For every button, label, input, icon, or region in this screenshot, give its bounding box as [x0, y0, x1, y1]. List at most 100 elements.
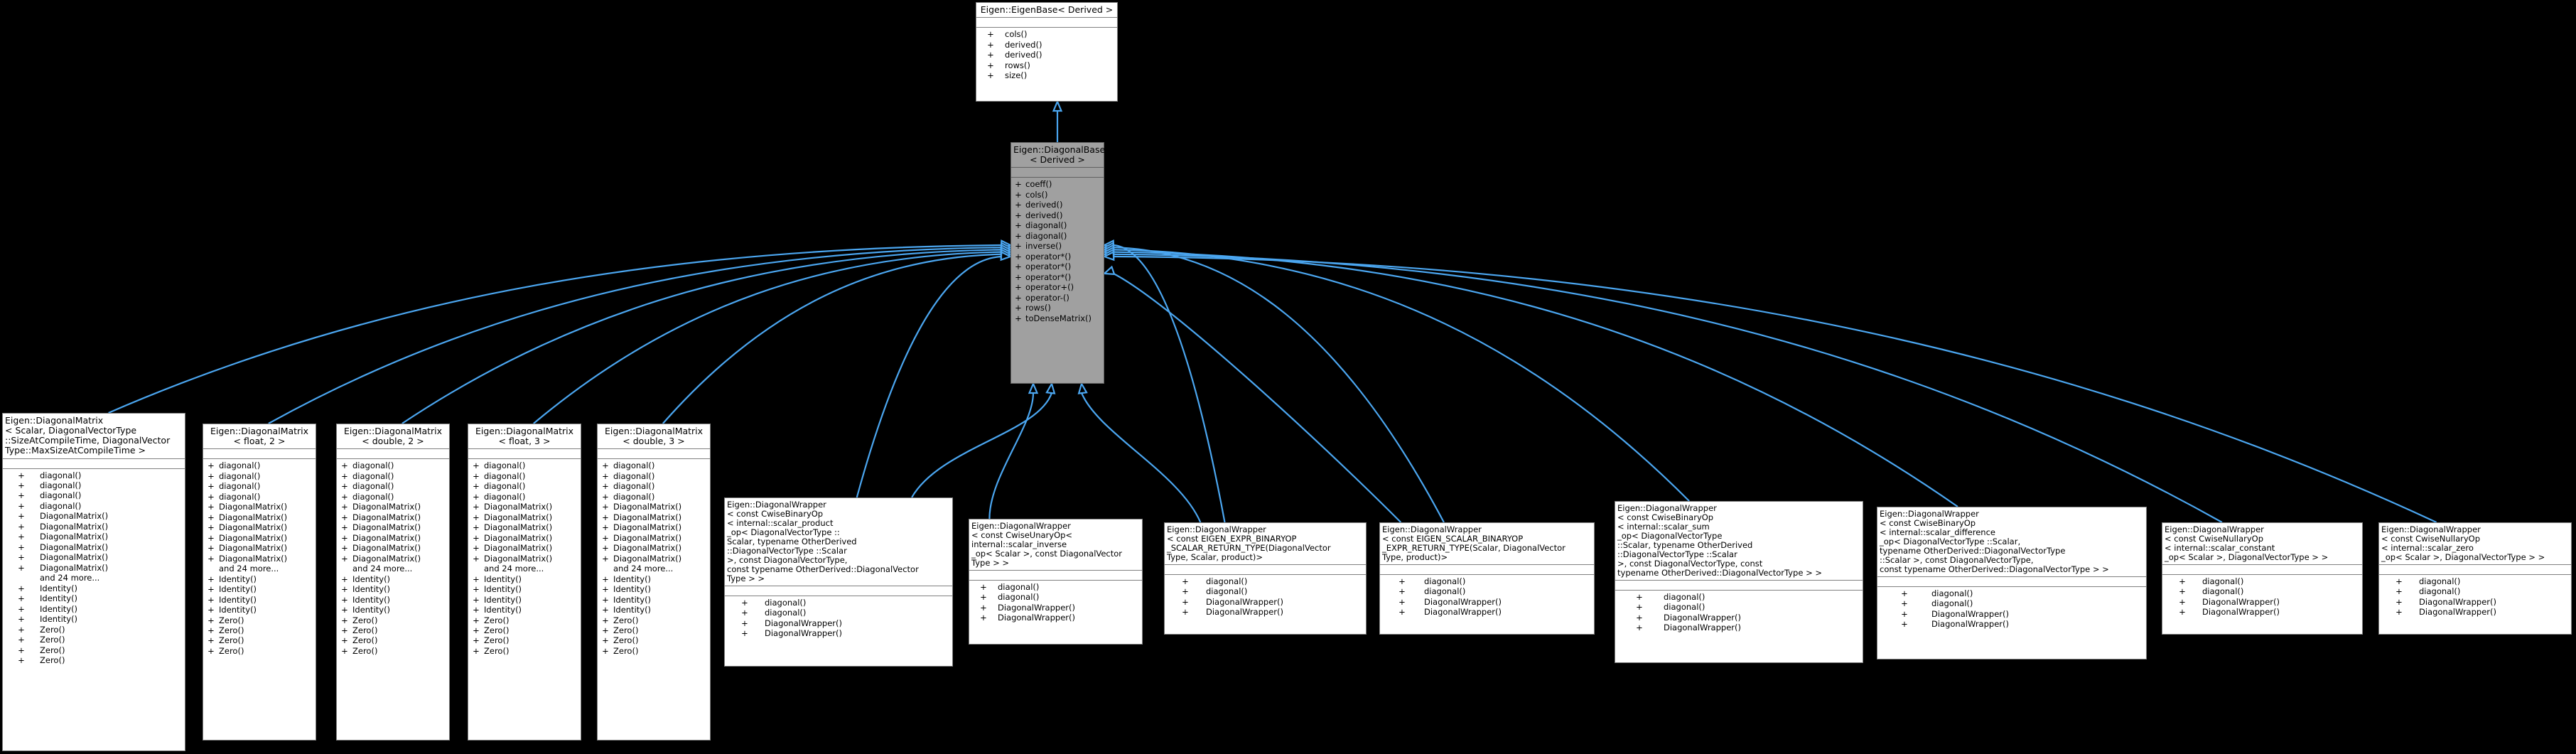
method-name: Identity()	[613, 573, 652, 584]
class-method-row: +derived()	[1011, 210, 1104, 220]
method-visibility: +	[602, 594, 609, 605]
method-visibility: +	[602, 491, 609, 502]
method-visibility: +	[208, 573, 215, 584]
class-node-dm-double3[interactable]: Eigen::DiagonalMatrix < double, 3 >+diag…	[597, 424, 711, 740]
method-visibility: +	[1015, 200, 1022, 210]
class-method-row: +DiagonalMatrix()	[3, 552, 185, 562]
method-name: diagonal()	[484, 470, 526, 481]
class-method-row: +DiagonalMatrix()	[337, 543, 449, 553]
method-visibility: +	[18, 511, 25, 522]
method-visibility: +	[473, 553, 480, 564]
class-method-row: +operator*()	[1011, 262, 1104, 271]
method-name: diagonal()	[40, 470, 82, 480]
class-method-row: +DiagonalWrapper()	[2162, 597, 2362, 607]
method-visibility: +	[1015, 220, 1022, 231]
class-node-title: Eigen::DiagonalWrapper < const CwiseNull…	[2379, 523, 2571, 565]
class-node-attributes	[1877, 577, 2146, 587]
method-visibility: +	[602, 512, 609, 522]
class-method-row: +DiagonalWrapper()	[1380, 597, 1594, 607]
method-visibility: +	[602, 573, 609, 584]
class-method-row: +DiagonalWrapper()	[1615, 623, 1863, 632]
class-method-row: +DiagonalMatrix()	[203, 512, 316, 522]
class-node-title: Eigen::DiagonalBase < Derived >	[1011, 143, 1105, 168]
class-method-row: +DiagonalMatrix()	[3, 563, 185, 573]
method-visibility: +	[602, 635, 609, 646]
method-visibility: +	[1399, 576, 1406, 586]
class-method-row: +Identity()	[337, 574, 449, 584]
method-name: Identity()	[219, 584, 257, 595]
method-name: DiagonalMatrix()	[613, 532, 682, 543]
class-node-diagonalbase[interactable]: Eigen::DiagonalBase < Derived >+coeff()+…	[1011, 142, 1105, 384]
class-method-row: +toDenseMatrix()	[1011, 313, 1104, 323]
class-node-methods: +diagonal()+diagonal()+DiagonalWrapper()…	[1165, 575, 1366, 620]
method-name: diagonal()	[352, 470, 394, 481]
class-method-row: +diagonal()	[1380, 586, 1594, 596]
inheritance-arrowhead	[1000, 242, 1013, 252]
method-visibility: +	[18, 552, 25, 563]
method-name: DiagonalMatrix()	[219, 522, 288, 533]
method-name: DiagonalMatrix()	[352, 502, 421, 512]
class-node-dm-generic[interactable]: Eigen::DiagonalMatrix < Scalar, Diagonal…	[2, 413, 185, 751]
method-visibility: +	[208, 512, 215, 522]
class-method-row: +DiagonalMatrix()	[203, 533, 316, 543]
class-node-dm-float3[interactable]: Eigen::DiagonalMatrix < float, 3 >+diago…	[468, 424, 581, 740]
method-visibility: +	[208, 625, 215, 635]
method-name: DiagonalWrapper()	[2202, 596, 2280, 607]
class-method-row: +DiagonalMatrix()	[203, 554, 316, 564]
class-node-dw-constant[interactable]: Eigen::DiagonalWrapper < const CwiseNull…	[2162, 522, 2363, 635]
class-method-row: +diagonal()	[468, 492, 581, 502]
class-node-attributes	[598, 449, 710, 460]
method-name: DiagonalMatrix()	[219, 543, 288, 554]
class-method-row: +Identity()	[468, 584, 581, 594]
method-visibility: +	[602, 605, 609, 615]
method-visibility: +	[1015, 292, 1022, 303]
class-node-dw-inverse[interactable]: Eigen::DiagonalWrapper < const CwiseUnar…	[969, 519, 1143, 645]
method-visibility: +	[208, 594, 215, 605]
method-visibility: +	[602, 481, 609, 492]
class-method-row: +DiagonalWrapper()	[2162, 607, 2362, 617]
class-node-dw-zero[interactable]: Eigen::DiagonalWrapper < const CwiseNull…	[2378, 522, 2572, 635]
class-node-methods: +diagonal()+diagonal()+diagonal()+diagon…	[203, 459, 316, 658]
method-name: diagonal()	[352, 461, 394, 471]
method-visibility: +	[18, 635, 25, 645]
class-node-title: Eigen::DiagonalMatrix < float, 3 >	[468, 424, 581, 450]
class-method-row: +inverse()	[1011, 241, 1104, 251]
edge-curve	[1113, 244, 1226, 523]
method-name: DiagonalMatrix()	[484, 553, 553, 564]
class-method-row: +DiagonalMatrix()	[3, 522, 185, 532]
method-visibility: +	[208, 470, 215, 481]
method-name: diagonal()	[219, 470, 261, 481]
method-name: diagonal()	[1206, 586, 1248, 597]
class-node-dm-double2[interactable]: Eigen::DiagonalMatrix < double, 2 >+diag…	[336, 424, 450, 740]
method-visibility: +	[18, 583, 25, 593]
method-visibility: +	[208, 645, 215, 656]
class-method-row: +Identity()	[203, 595, 316, 605]
class-node-methods: +diagonal()+diagonal()+DiagonalWrapper()…	[725, 596, 952, 641]
class-node-dw-difference[interactable]: Eigen::DiagonalWrapper < const CwiseBina…	[1877, 507, 2147, 659]
class-node-dw-expr-binaryop[interactable]: Eigen::DiagonalWrapper < const EIGEN_EXP…	[1164, 522, 1367, 635]
method-name: DiagonalWrapper()	[1424, 607, 1502, 618]
class-node-dm-float2[interactable]: Eigen::DiagonalMatrix < float, 2 >+diago…	[203, 424, 316, 740]
method-name: Identity()	[219, 573, 257, 584]
method-name: diagonal()	[1931, 588, 1973, 598]
method-visibility: +	[1015, 241, 1022, 252]
method-visibility: +	[341, 615, 348, 625]
class-node-eigenbase[interactable]: Eigen::EigenBase< Derived >+cols()+deriv…	[976, 2, 1118, 102]
class-method-row: +DiagonalMatrix()	[203, 522, 316, 532]
class-node-attributes	[1380, 565, 1594, 575]
class-node-dw-sum[interactable]: Eigen::DiagonalWrapper < const CwiseBina…	[1615, 501, 1863, 663]
method-name: Zero()	[40, 635, 65, 645]
method-visibility: +	[473, 491, 480, 502]
class-method-row: +cols()	[976, 29, 1117, 39]
method-name: diagonal()	[998, 592, 1040, 603]
class-node-dw-scalar-binaryop[interactable]: Eigen::DiagonalWrapper < const EIGEN_SCA…	[1379, 522, 1595, 635]
method-visibility: +	[18, 603, 25, 614]
method-name: DiagonalWrapper()	[1424, 596, 1502, 607]
class-method-row: +Identity()	[598, 595, 710, 605]
class-method-row: +Zero()	[468, 646, 581, 656]
inheritance-arrowhead	[1102, 244, 1115, 254]
class-method-row: +DiagonalMatrix()	[468, 522, 581, 532]
class-node-dw-product[interactable]: Eigen::DiagonalWrapper < const CwiseBina…	[724, 497, 953, 667]
method-visibility: +	[602, 532, 609, 543]
method-name: diagonal()	[1424, 576, 1466, 586]
